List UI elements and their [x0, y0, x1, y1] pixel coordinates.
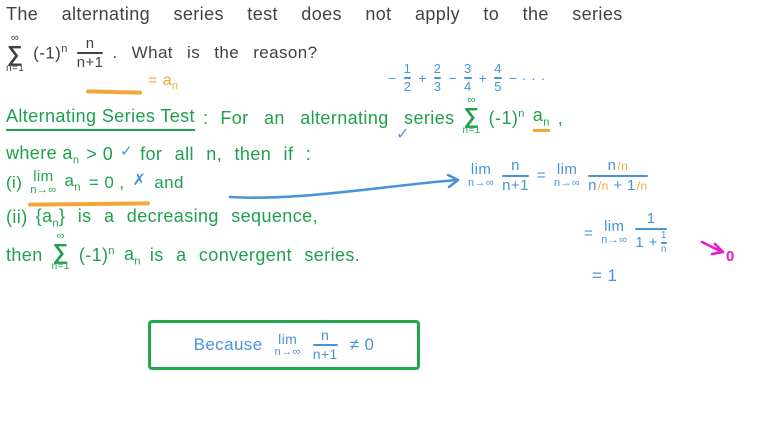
expansion-tail: − · · ·: [508, 69, 546, 86]
question-line-1: The alternating series test does not app…: [6, 4, 623, 24]
a-n-term: an: [532, 105, 550, 133]
cross-icon: ✗: [132, 171, 147, 189]
sum-lower-limit: n=1: [6, 62, 25, 74]
orange-underline-fraction: [85, 89, 143, 95]
numerator-with-cancel: n/n: [607, 157, 629, 174]
tends-to-zero-arrow-icon: [700, 240, 725, 256]
a-n-term: an: [64, 171, 81, 194]
an-note: = an: [148, 72, 179, 93]
item-i-label: (i): [6, 172, 23, 192]
sigma-icon: ∑: [52, 239, 69, 264]
and-label: and: [154, 172, 184, 192]
term-sign: +: [418, 69, 427, 86]
fraction-denominator: n+1: [76, 54, 104, 72]
question-line-2: ∞ ∑ n=1 (-1)n n n+1 . What is the reason…: [6, 33, 317, 74]
question-fraction: n n+1: [76, 34, 104, 72]
term-sign: +: [478, 69, 488, 86]
check-icon: ✓: [120, 142, 134, 160]
a-n-term: an: [123, 243, 141, 268]
then-label: then: [6, 244, 43, 265]
equals-sign: =: [584, 224, 594, 242]
heading-colon: :: [202, 107, 209, 128]
conclusion-line: then ∞ ∑ n=1 (-1)n an is a convergent se…: [6, 231, 361, 272]
question-tail: . What is the reason?: [112, 43, 318, 63]
sum-upper-limit: ∞: [10, 32, 20, 44]
series-term: (-1)n: [78, 244, 115, 265]
test-heading: Alternating Series Test: [6, 106, 195, 131]
test-heading-line: Alternating Series Test: For an alternat…: [6, 95, 564, 136]
pointer-arrow-icon: [228, 174, 460, 200]
limit-stack: lim n→∞: [30, 168, 57, 196]
term-sign: −: [448, 69, 458, 86]
summation-symbol: ∞ ∑ n=1: [6, 33, 24, 74]
fraction-divided-by-n: n/n n/n + 1/n: [588, 157, 648, 194]
condition-i-line: (i) lim n→∞ an = 0 , ✗ and: [6, 169, 184, 196]
condition: > 0: [86, 144, 114, 165]
equals-zero: = 0 ,: [88, 172, 125, 192]
sigma-icon: ∑: [463, 103, 480, 128]
condition-ii-line: (ii) {an} is a decreasing sequence,: [6, 206, 318, 230]
summation-symbol: ∞ ∑ n=1: [462, 94, 481, 136]
fraction-bar: [76, 52, 104, 55]
where-line: where an > 0 ✓ for all n, then if :: [6, 143, 311, 167]
because-label: Because: [193, 335, 263, 354]
comma: ,: [557, 107, 564, 128]
summation-symbol: ∞ ∑ n=1: [51, 230, 70, 272]
conclusion-text: is a convergent series.: [149, 244, 361, 265]
where-pre: where an: [6, 143, 80, 167]
series-term: (-1)n: [33, 43, 68, 63]
test-intro: For an alternating series: [220, 107, 455, 128]
series-term: (-1)n: [488, 107, 525, 128]
where-post: for all n, then if :: [140, 144, 312, 165]
limit-zero-value: 0: [726, 248, 735, 265]
check-icon: ✓: [396, 126, 410, 143]
not-equal-zero: ≠ 0: [349, 335, 375, 354]
term-sign: −: [388, 69, 397, 86]
limit-result: = 1: [592, 266, 618, 285]
item-ii-label: (ii): [6, 207, 28, 228]
sigma-icon: ∑: [7, 41, 24, 66]
item-ii-text: {an} is a decreasing sequence,: [35, 206, 318, 230]
fraction-numerator: n: [85, 34, 95, 52]
equals-sign: =: [536, 167, 546, 185]
denominator-with-cancel: n/n + 1/n: [588, 176, 648, 194]
